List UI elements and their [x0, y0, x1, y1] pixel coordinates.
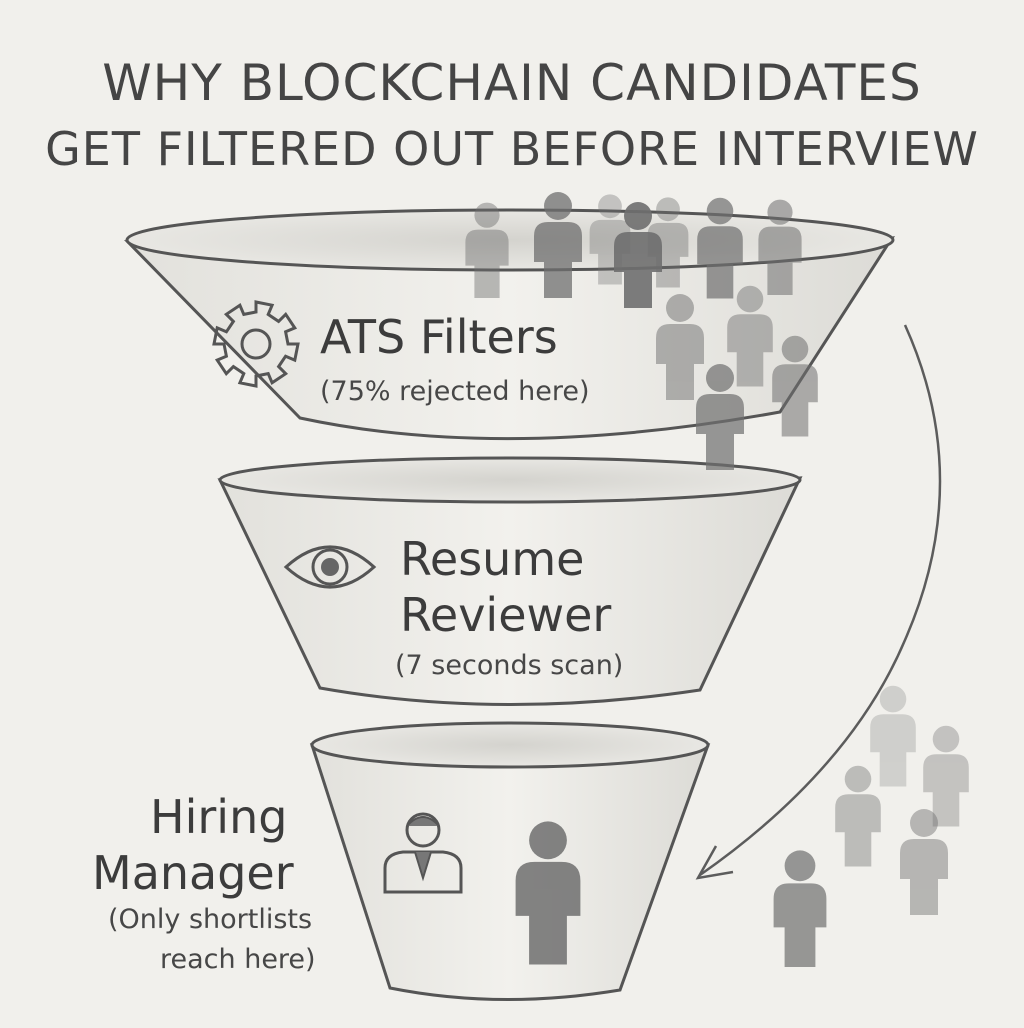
stage-1-note: (75% rejected here): [320, 376, 590, 407]
funnel-stage-reviewer: [217, 456, 803, 706]
person-figure: [515, 821, 581, 965]
person-figure: [758, 199, 802, 295]
person-figure: [923, 725, 969, 827]
funnel-stage-manager: [309, 721, 711, 1001]
bypass-arrow: [695, 324, 942, 880]
person-figure: [465, 202, 509, 298]
person-figure: [870, 685, 916, 787]
person-figure: [656, 294, 704, 400]
person-figure: [696, 364, 744, 470]
person-figure: [900, 809, 948, 915]
stage-2-note: (7 seconds scan): [395, 650, 624, 681]
title-line-1: WHY BLOCKCHAIN CANDIDATES: [102, 54, 922, 112]
people-group: [465, 192, 969, 967]
person-figure: [534, 192, 582, 298]
gear-icon: [212, 300, 300, 388]
manager-icon: [383, 812, 463, 894]
stage-3-note-line-2: reach here): [160, 944, 316, 975]
stage-1-label: ATS Filters: [320, 310, 558, 364]
person-figure: [614, 202, 662, 308]
eye-icon: [283, 545, 377, 589]
stage-2-label-line-1: Resume: [400, 532, 585, 586]
person-figure: [772, 335, 818, 437]
person-figure: [773, 850, 827, 967]
stage-3-label-line-1: Hiring: [150, 790, 288, 844]
person-figure: [697, 197, 743, 299]
stage-3-label-line-2: Manager: [92, 846, 294, 900]
person-figure: [835, 765, 881, 867]
person-figure: [727, 285, 773, 387]
person-figure: [647, 197, 689, 288]
stage-3-note-line-1: (Only shortlists: [108, 904, 313, 935]
title-line-2: GET FILTERED OUT BEFORE INTERVIEW: [45, 122, 979, 176]
stage-2-label-line-2: Reviewer: [400, 588, 612, 642]
